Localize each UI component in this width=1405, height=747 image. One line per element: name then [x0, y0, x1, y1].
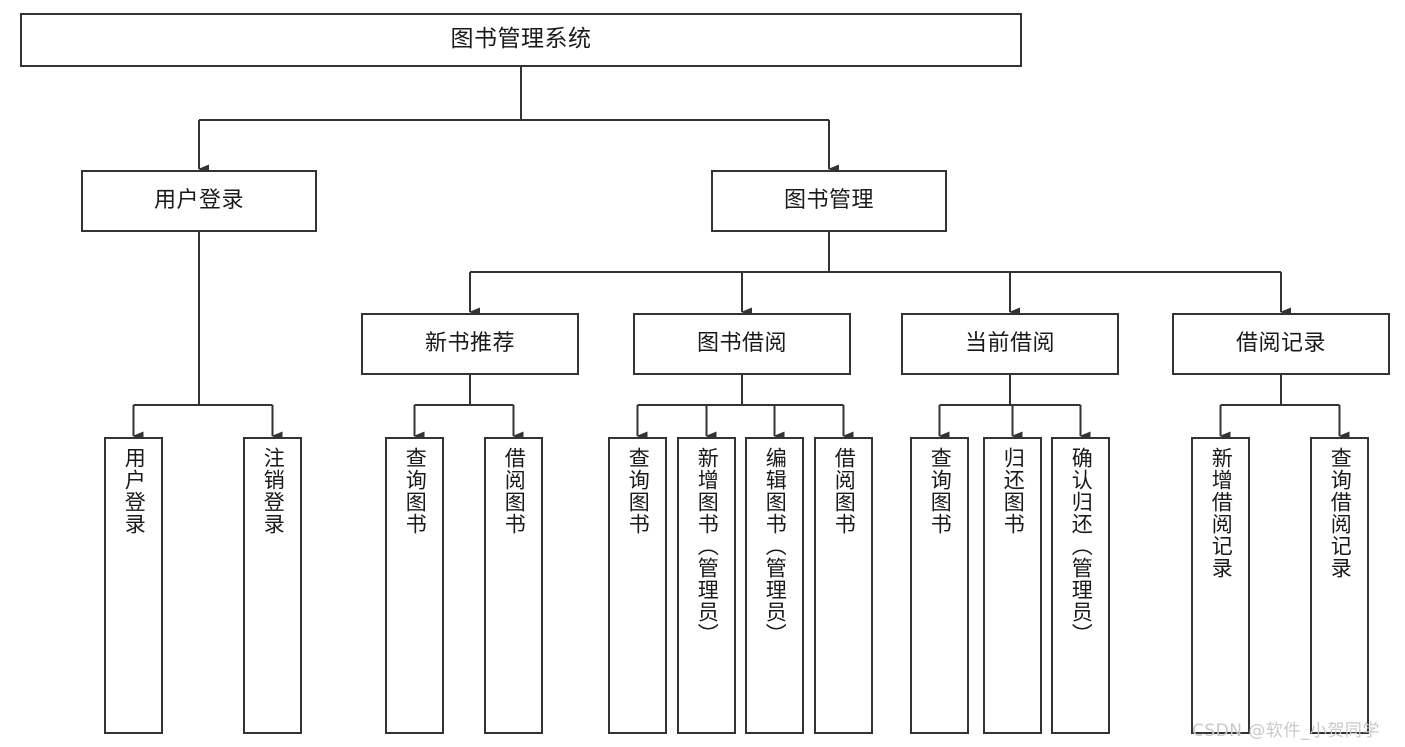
csdn-watermark: CSDN @软件_小贺同学	[1192, 721, 1380, 741]
node-label: 确认归还（管理员）	[1069, 447, 1094, 645]
node-l2-book-manage[interactable]: 图书管理	[711, 170, 947, 232]
node-label: 借阅记录	[1235, 331, 1326, 357]
node-leaf-user-login[interactable]: 用户登录	[104, 437, 163, 734]
node-leaf-confirm-return[interactable]: 确认归还（管理员）	[1051, 437, 1110, 734]
node-label: 用户登录	[153, 188, 244, 214]
node-label: 查询图书	[403, 447, 428, 535]
node-root[interactable]: 图书管理系统	[20, 13, 1022, 67]
node-label: 图书管理	[783, 188, 874, 214]
node-leaf-return-book[interactable]: 归还图书	[983, 437, 1042, 734]
node-label: 新书推荐	[424, 331, 515, 357]
node-label: 注销登录	[261, 447, 286, 535]
node-l3-new-book-rec[interactable]: 新书推荐	[361, 313, 579, 375]
node-l3-current-borrow[interactable]: 当前借阅	[901, 313, 1119, 375]
node-label: 借阅图书	[502, 447, 527, 535]
node-label: 归还图书	[1001, 447, 1026, 535]
node-label: 新增图书（管理员）	[695, 447, 720, 645]
node-label: 新增借阅记录	[1209, 447, 1234, 579]
node-label: 查询图书	[928, 447, 953, 535]
node-leaf-add-book[interactable]: 新增图书（管理员）	[677, 437, 736, 734]
node-label: 当前借阅	[964, 331, 1055, 357]
node-label: 查询借阅记录	[1328, 447, 1353, 579]
node-leaf-edit-book[interactable]: 编辑图书（管理员）	[745, 437, 804, 734]
node-leaf-query-book-2[interactable]: 查询图书	[608, 437, 667, 734]
node-label: 图书管理系统	[450, 26, 592, 53]
node-label: 查询图书	[626, 447, 651, 535]
node-leaf-query-record[interactable]: 查询借阅记录	[1310, 437, 1369, 734]
node-leaf-borrow-book-2[interactable]: 借阅图书	[814, 437, 873, 734]
node-leaf-query-book-1[interactable]: 查询图书	[385, 437, 444, 734]
node-label: 编辑图书（管理员）	[763, 447, 788, 645]
node-label: 借阅图书	[832, 447, 857, 535]
node-label: 图书借阅	[696, 331, 787, 357]
node-l3-book-borrow[interactable]: 图书借阅	[633, 313, 851, 375]
node-leaf-add-record[interactable]: 新增借阅记录	[1191, 437, 1250, 734]
node-l3-borrow-record[interactable]: 借阅记录	[1172, 313, 1390, 375]
node-leaf-logout[interactable]: 注销登录	[243, 437, 302, 734]
node-label: 用户登录	[122, 447, 147, 535]
node-leaf-borrow-book-1[interactable]: 借阅图书	[484, 437, 543, 734]
node-leaf-query-book-3[interactable]: 查询图书	[910, 437, 969, 734]
edge-group	[132, 67, 1350, 441]
node-l2-user-login[interactable]: 用户登录	[81, 170, 317, 232]
